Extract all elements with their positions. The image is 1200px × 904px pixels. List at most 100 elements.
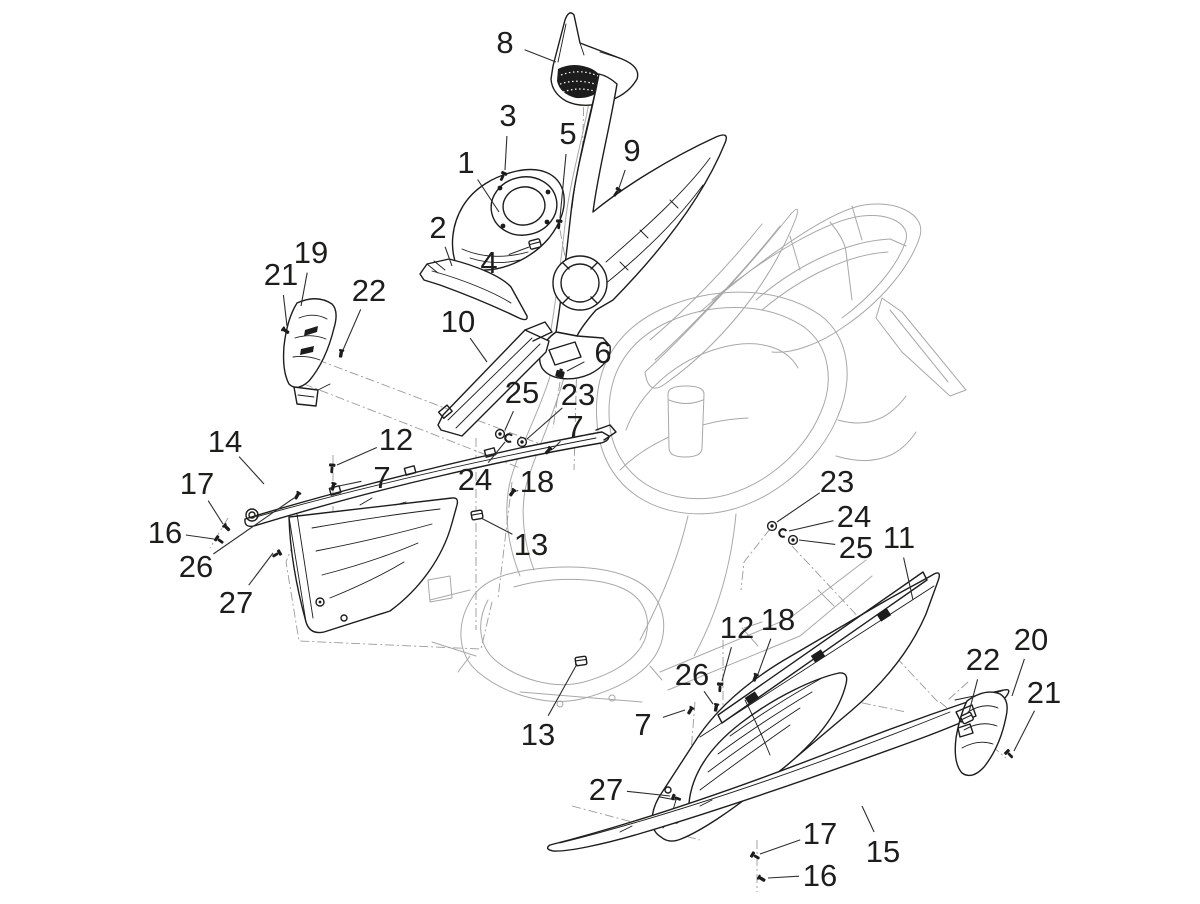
leader-line-3 — [504, 135, 508, 171]
leader-line-20 — [1011, 658, 1025, 697]
callout-19: 19 — [294, 235, 328, 270]
leader-line-23 — [776, 492, 821, 523]
parts-artwork — [213, 12, 1015, 884]
leader-line-6 — [566, 361, 585, 372]
leader-line-27 — [626, 790, 671, 797]
clip-fastener — [527, 237, 543, 251]
callout-16: 16 — [803, 858, 837, 893]
left-floor-rail-part — [244, 424, 617, 528]
callout-4: 4 — [480, 245, 497, 280]
leader-line-17 — [207, 500, 224, 525]
leader-line-7 — [552, 440, 561, 450]
leader-line-27 — [248, 552, 274, 586]
callout-8: 8 — [496, 25, 513, 60]
pin-fastener — [292, 490, 302, 501]
callout-14: 14 — [208, 424, 242, 459]
horn-cover-part — [550, 12, 639, 106]
callout-22: 22 — [966, 642, 1000, 677]
callout-5: 5 — [559, 116, 576, 151]
leader-line-4 — [508, 246, 530, 256]
callout-15: 15 — [866, 834, 900, 869]
left-footboard-part — [437, 321, 553, 437]
leader-line-13 — [547, 663, 578, 716]
leader-line-9 — [618, 169, 626, 189]
leader-line-13 — [480, 517, 513, 535]
callout-11: 11 — [883, 520, 915, 555]
pin-fastener — [756, 874, 767, 884]
leader-line-14 — [238, 456, 265, 485]
callout-17: 17 — [803, 816, 837, 851]
leader-line-22 — [342, 309, 362, 351]
leader-line-23 — [526, 407, 563, 440]
callout-20: 20 — [1014, 622, 1048, 657]
leader-line-24 — [487, 441, 506, 464]
left-floor-panel-part — [288, 497, 459, 634]
callout-27: 27 — [219, 585, 253, 620]
filler-cover-part — [451, 168, 565, 272]
callout-25: 25 — [505, 375, 539, 410]
callout-21: 21 — [1027, 675, 1061, 710]
assembly-axis-lines — [209, 55, 1007, 892]
screw-fastener — [716, 682, 724, 693]
leader-line-16 — [185, 534, 215, 540]
callout-23: 23 — [561, 377, 595, 412]
callout-24: 24 — [837, 499, 871, 534]
leader-line-5 — [559, 153, 567, 219]
cclip-fastener — [777, 527, 788, 539]
screw-fastener — [328, 463, 336, 474]
washer-fastener — [516, 436, 528, 448]
callout-10: 10 — [441, 304, 475, 339]
leader-line-18 — [757, 638, 772, 675]
leader-line-8 — [524, 49, 557, 63]
leader-line-22 — [968, 679, 979, 713]
upper-trim-part — [419, 258, 528, 321]
callout-12: 12 — [720, 610, 754, 645]
screw-fastener — [1003, 748, 1015, 760]
pin-fastener — [507, 487, 517, 498]
leader-line-12 — [721, 647, 732, 682]
callout-13: 13 — [521, 717, 555, 752]
leader-line-7 — [662, 709, 686, 718]
screw-fastener — [213, 534, 226, 546]
leader-line-10 — [469, 337, 488, 363]
pin-fastener — [221, 522, 232, 533]
callout-6: 6 — [594, 335, 611, 370]
washer-fastener — [494, 428, 506, 440]
callout-16: 16 — [148, 515, 182, 550]
leader-line-19 — [300, 272, 308, 307]
callout-23: 23 — [820, 464, 854, 499]
washer-fastener — [766, 520, 778, 532]
cclip-fastener — [503, 432, 514, 444]
washer-fastener — [787, 534, 799, 546]
callout-2: 2 — [429, 210, 446, 245]
callout-26: 26 — [179, 549, 213, 584]
leader-line-11 — [903, 557, 914, 601]
callout-21: 21 — [264, 257, 298, 292]
callout-27: 27 — [589, 772, 623, 807]
left-wing-trim-part — [282, 298, 337, 407]
callout-1: 1 — [457, 145, 474, 180]
right-floor-panel-part — [651, 571, 941, 842]
leader-line-24 — [788, 520, 834, 532]
callout-7: 7 — [373, 460, 390, 495]
callout-12: 12 — [379, 422, 413, 457]
central-cover-part — [538, 73, 728, 380]
callout-25: 25 — [839, 530, 873, 565]
callout-22: 22 — [352, 273, 386, 308]
callout-24: 24 — [458, 462, 492, 497]
leader-line-25 — [504, 410, 514, 431]
frame-reference — [427, 85, 967, 708]
callout-3: 3 — [499, 98, 516, 133]
leader-line-18 — [516, 489, 519, 492]
callout-7: 7 — [634, 707, 651, 742]
leader-line-16 — [767, 875, 800, 879]
leader-line-12 — [336, 446, 378, 466]
callout-13: 13 — [514, 527, 548, 562]
leader-line-26 — [212, 497, 295, 555]
leader-line-17 — [759, 839, 801, 855]
leader-line-21 — [282, 294, 288, 327]
leader-line-7 — [338, 480, 362, 487]
leader-line-25 — [798, 539, 836, 545]
